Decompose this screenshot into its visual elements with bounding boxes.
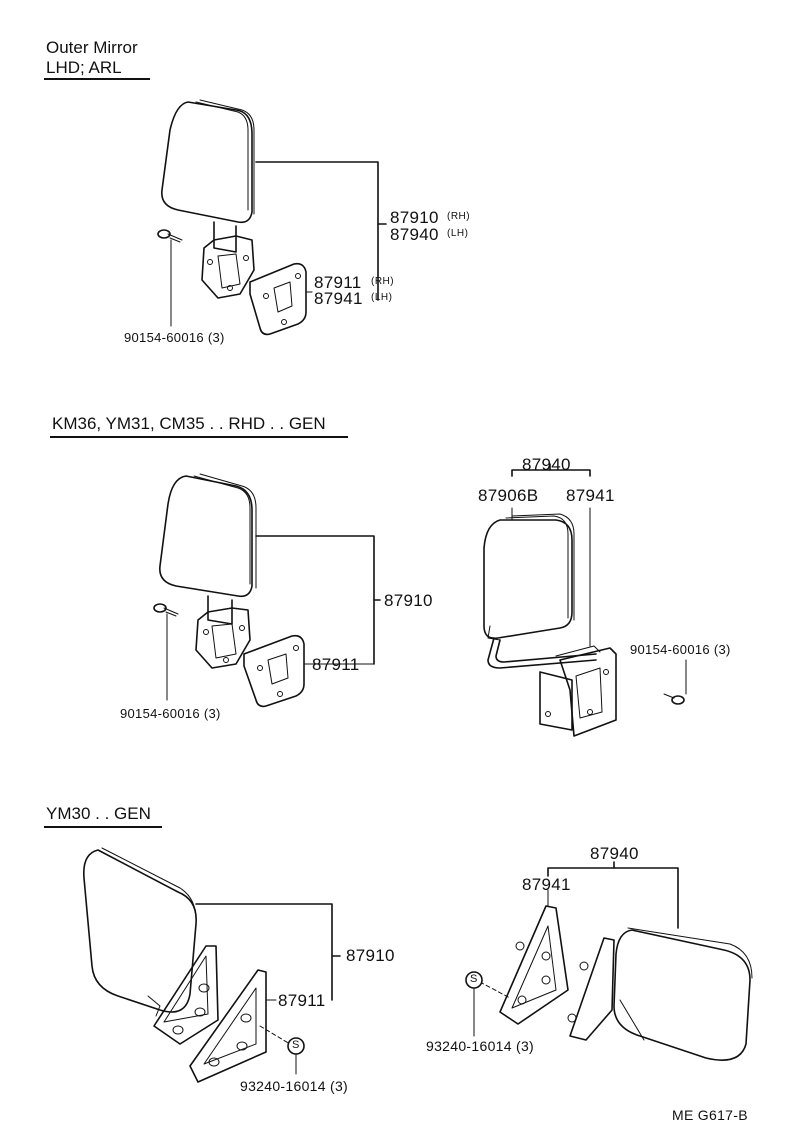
s3-part-87910: 87910 <box>346 946 395 965</box>
s2-mirror-head <box>159 473 257 598</box>
s3r-mounting-plate <box>499 905 569 1025</box>
s3r-mirror-head <box>613 927 753 1061</box>
s1-part-87911: 87911 <box>314 273 362 292</box>
section3-underline <box>44 826 162 828</box>
s2-mounting-plate <box>243 634 305 708</box>
s2-part-87910: 87910 <box>384 591 433 610</box>
section2-title: KM36, YM31, CM35 . . RHD . . GEN <box>52 414 326 433</box>
s1-part-screw: 90154-60016 (3) <box>124 330 225 345</box>
s1-part-87940: 87940 <box>390 225 439 244</box>
s2r-bracket <box>539 645 617 737</box>
s3r-mirror-base <box>567 937 615 1041</box>
s1-part-87910: 87910 <box>390 208 439 227</box>
s1-part-87941-side: (LH) <box>371 292 393 303</box>
section3-title: YM30 . . GEN <box>46 804 151 823</box>
s3-mirror-base <box>153 945 219 1045</box>
s1-part-87940-side: (LH) <box>447 228 469 239</box>
s2-part-screw: 90154-60016 (3) <box>120 706 221 721</box>
s2r-mirror-head <box>483 513 575 641</box>
s1-mirror-base <box>201 221 255 299</box>
s2-screw <box>153 603 179 617</box>
s2r-part-87940: 87940 <box>522 455 571 474</box>
s1-part-87910-side: (RH) <box>447 211 471 222</box>
s2r-screw <box>663 693 685 705</box>
section1-title-line1: Outer Mirror <box>46 38 138 57</box>
s1-mirror-head <box>161 99 255 224</box>
s3-part-screw: 93240-16014 (3) <box>240 1078 349 1094</box>
section1-underline <box>44 78 150 80</box>
s3-mounting-plate <box>189 969 267 1083</box>
s3-leaders <box>195 903 341 1075</box>
s3-s-mark: S <box>292 1039 300 1051</box>
footer-code: ME G617-B <box>672 1107 748 1123</box>
s3-part-87911: 87911 <box>278 991 326 1010</box>
s2-mirror-base <box>195 595 251 669</box>
s2-leaders <box>166 535 381 701</box>
s2r-part-87906b: 87906B <box>478 486 539 505</box>
s1-screw <box>157 229 183 243</box>
s1-part-87941: 87941 <box>314 289 363 308</box>
section1-title-line2: LHD; ARL <box>46 57 122 77</box>
s3r-part-87940: 87940 <box>590 844 639 863</box>
s3r-part-87941: 87941 <box>522 875 571 894</box>
s3-mirror-head <box>82 847 197 1017</box>
s1-leaders <box>170 161 387 327</box>
s2r-part-87941: 87941 <box>566 486 615 505</box>
s3r-part-screw: 93240-16014 (3) <box>426 1038 535 1054</box>
s1-mounting-plate <box>249 262 307 336</box>
s1-part-87911-side: (RH) <box>371 276 395 287</box>
s3r-leaders <box>465 861 679 1037</box>
s2r-leaders <box>511 463 687 695</box>
s2-part-87911: 87911 <box>312 655 360 674</box>
s2r-arm <box>487 637 597 669</box>
section2-underline <box>50 436 348 438</box>
section1-title: Outer Mirror LHD; ARL <box>46 38 138 77</box>
s3r-s-mark: S <box>470 973 478 985</box>
s2r-part-screw: 90154-60016 (3) <box>630 642 731 657</box>
